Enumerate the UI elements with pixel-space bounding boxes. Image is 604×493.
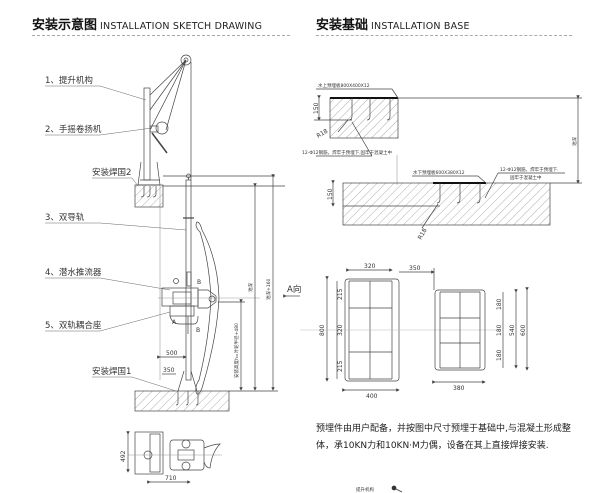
pool-depth-label: 池深 — [571, 137, 578, 146]
upper-plate-label: 水上预埋板800X400X12 — [318, 82, 370, 89]
right-title-divider — [316, 35, 572, 36]
left-title-divider — [32, 35, 290, 36]
left-title-cn: 安装示意图 — [32, 18, 98, 33]
left-title-en: INSTALLATION SKETCH DRAWING — [100, 21, 263, 32]
bottom-lifting-label: 提升机构 — [356, 486, 374, 493]
coupling-seat — [169, 305, 195, 317]
rebar-note-left: 12-Φ12钢筋，焊牢于预埋下.固牢于混凝土中 — [302, 149, 393, 156]
crane-mast — [143, 87, 151, 181]
callout-hand-winch: 2、手摇卷扬机 — [45, 124, 102, 135]
base-drawing — [300, 88, 582, 392]
rebar-note-right-2: 固牢于混凝土中 — [510, 174, 542, 181]
plate-a-top: 320 — [364, 263, 376, 270]
note-line-1: 预埋件由用户配备，并按图中尺寸预埋于基础中,与混凝土形成整 — [316, 424, 571, 434]
right-title-cn: 安装基础 — [316, 18, 369, 33]
callout-lifting-mechanism: 1、提升机构 — [45, 75, 93, 86]
plate-b-seg-3: 180 — [496, 349, 503, 361]
plate-b-plan — [432, 287, 529, 384]
dim-350: 350 — [163, 367, 175, 374]
right-title-en: INSTALLATION BASE — [371, 21, 470, 32]
plate-a-bottom: 400 — [366, 393, 378, 400]
plate-a-seg-1: 215 — [337, 288, 344, 300]
mixer-body — [161, 287, 199, 307]
callout-weld-ring-1: 安装焊国1 — [92, 366, 131, 377]
plan-view — [126, 431, 222, 484]
view-a-label: A向 — [287, 284, 301, 295]
plate-b-total: 600 — [520, 324, 527, 336]
dim-pool-depth: 池深 — [247, 283, 254, 292]
note-line-2: 体，承10KN力和10KN·M力偶，设备在其上直接焊接安装. — [316, 441, 549, 451]
foundation-block-1 — [134, 390, 230, 412]
sketch-drawing — [45, 54, 300, 484]
callout-coupling-seat: 5、双轨耦合座 — [45, 320, 102, 331]
installation-note: 预埋件由用户配备，并按图中尺寸预埋于基础中,与混凝土形成整 体，承10KN力和1… — [316, 421, 586, 455]
plate-a-offset: 350 — [409, 265, 421, 272]
plate-a-seg-2: 320 — [337, 324, 344, 336]
rebar-note-right-1: 12-Φ12钢筋，焊牢于预埋下. — [500, 166, 559, 173]
pulley-icon — [180, 54, 192, 66]
lower-foundation — [342, 182, 551, 226]
r18-bottom: R18 — [417, 227, 429, 241]
plate-a-seg-3: 215 — [337, 360, 344, 372]
plate-a-total: 800 — [319, 324, 326, 336]
winch-icon — [155, 121, 169, 135]
r18-top: R18 — [316, 128, 330, 140]
lifting-icon — [391, 485, 403, 493]
dim-150-bottom: 150 — [327, 188, 334, 200]
lower-plate-label: 水下预埋板600X380X12 — [413, 169, 465, 176]
dim-pool-depth-plus: 池深+160 — [265, 279, 272, 300]
mark-b-bottom: B — [196, 327, 200, 334]
plate-b-bottom: 380 — [453, 385, 465, 392]
dim-492: 492 — [120, 450, 127, 462]
callout-double-rail: 3、双导轨 — [45, 212, 85, 223]
callout-submersible-mixer: 4、潜水推流器 — [45, 267, 102, 278]
callout-weld-ring-2: 安装焊国2 — [92, 167, 131, 178]
upper-foundation — [329, 97, 399, 139]
plate-b-seg-2: 180 — [496, 324, 503, 336]
crane-boom — [149, 59, 187, 96]
plate-b-mid: 540 — [509, 324, 516, 336]
mark-b-top: B — [197, 279, 201, 286]
dim-install-height: 安装高度h=叶轮半径+480 — [233, 323, 240, 378]
dim-150-top: 150 — [313, 102, 320, 114]
dim-710: 710 — [165, 475, 177, 482]
mark-a: A — [172, 319, 177, 326]
plate-b-seg-1: 180 — [496, 298, 503, 310]
dim-500: 500 — [166, 350, 178, 357]
propeller-blade — [195, 221, 220, 395]
